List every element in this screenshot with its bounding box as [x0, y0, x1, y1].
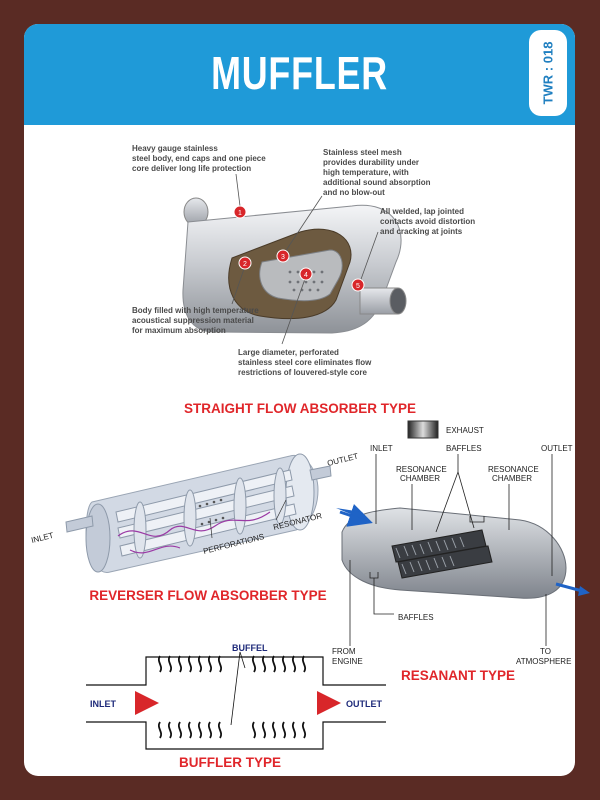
resonant-outlet-label: OUTLET [541, 444, 573, 453]
resonant-heading: RESANANT TYPE [401, 668, 515, 683]
buffler-top-baffles [157, 655, 307, 673]
resonant-baffles-bottom-label: BAFFLES [398, 613, 434, 622]
callout-3-num: 3 [281, 254, 285, 261]
resonant-inlet-label: INLET [370, 444, 393, 453]
callout-3-marker [276, 249, 290, 263]
straight-flow-heading: STRAIGHT FLOW ABSORBER TYPE [184, 401, 416, 416]
resonant-illustration: EXHAUST INLET BAFFLES OUTLET RESONANCE C… [332, 420, 590, 666]
callout-5-num: 5 [356, 283, 360, 290]
reverser-inlet-label: INLET [30, 531, 54, 545]
buffler-heading: BUFFLER TYPE [179, 755, 281, 770]
buffel-label: BUFFEL [232, 643, 268, 653]
buffler-outlet-label: OUTLET [346, 699, 382, 709]
reverser-outlet-label: OUTLET [326, 452, 359, 468]
callout-4-text: Large diameter, perforated stainless ste… [238, 348, 374, 377]
to-atmosphere-label: TO ATMOSPHERE [516, 647, 571, 666]
callout-5-marker [351, 278, 365, 292]
callout-markers: 1 2 3 4 5 [233, 205, 365, 292]
buffler-bottom-baffles [157, 721, 307, 739]
callout-4-num: 4 [304, 272, 308, 279]
callout-5-text: All welded, lap jointed contacts avoid d… [380, 207, 477, 236]
callout-1-marker [233, 205, 247, 219]
callout-3-text: Stainless steel mesh provides durability… [323, 148, 433, 197]
callout-1-text: Heavy gauge stainless steel body, end ca… [132, 144, 268, 173]
reverser-front-cap [85, 503, 111, 573]
resonant-baffles-top-label: BAFFLES [446, 444, 482, 453]
buffler-illustration: INLET OUTLET BUFFEL [86, 643, 386, 750]
resonance-chamber-2-label: RESONANCE CHAMBER [488, 465, 541, 483]
callout-2-text: Body filled with high temperature acoust… [132, 306, 261, 335]
from-engine-label: FROM ENGINE [332, 647, 363, 666]
reverser-flow-illustration: INLET OUTLET RESONATOR PERFORATIONS [30, 452, 359, 573]
exhaust-swatch [407, 420, 439, 439]
reverser-flow-heading: REVERSER FLOW ABSORBER TYPE [89, 588, 326, 603]
page-title: MUFFLER [211, 47, 388, 99]
callout-2-num: 2 [243, 261, 247, 268]
buffler-inlet-label: INLET [90, 699, 117, 709]
poster-card: MUFFLER TWR : 018 [24, 24, 575, 776]
exhaust-label: EXHAUST [446, 426, 484, 435]
reverser-inlet-pipe [65, 515, 94, 533]
resonance-chamber-1-label: RESONANCE CHAMBER [396, 465, 449, 483]
callout-4-marker [299, 267, 313, 281]
reverser-outlet-pipe [309, 465, 332, 481]
callout-1-num: 1 [238, 210, 242, 217]
callout-2-marker [238, 256, 252, 270]
outlet-opening [389, 287, 407, 315]
code-badge: TWR : 018 [529, 30, 567, 116]
straight-flow-illustration: 1 2 3 4 5 Heavy gauge stainless steel bo… [132, 144, 477, 377]
header-bar: MUFFLER TWR : 018 [24, 24, 575, 125]
